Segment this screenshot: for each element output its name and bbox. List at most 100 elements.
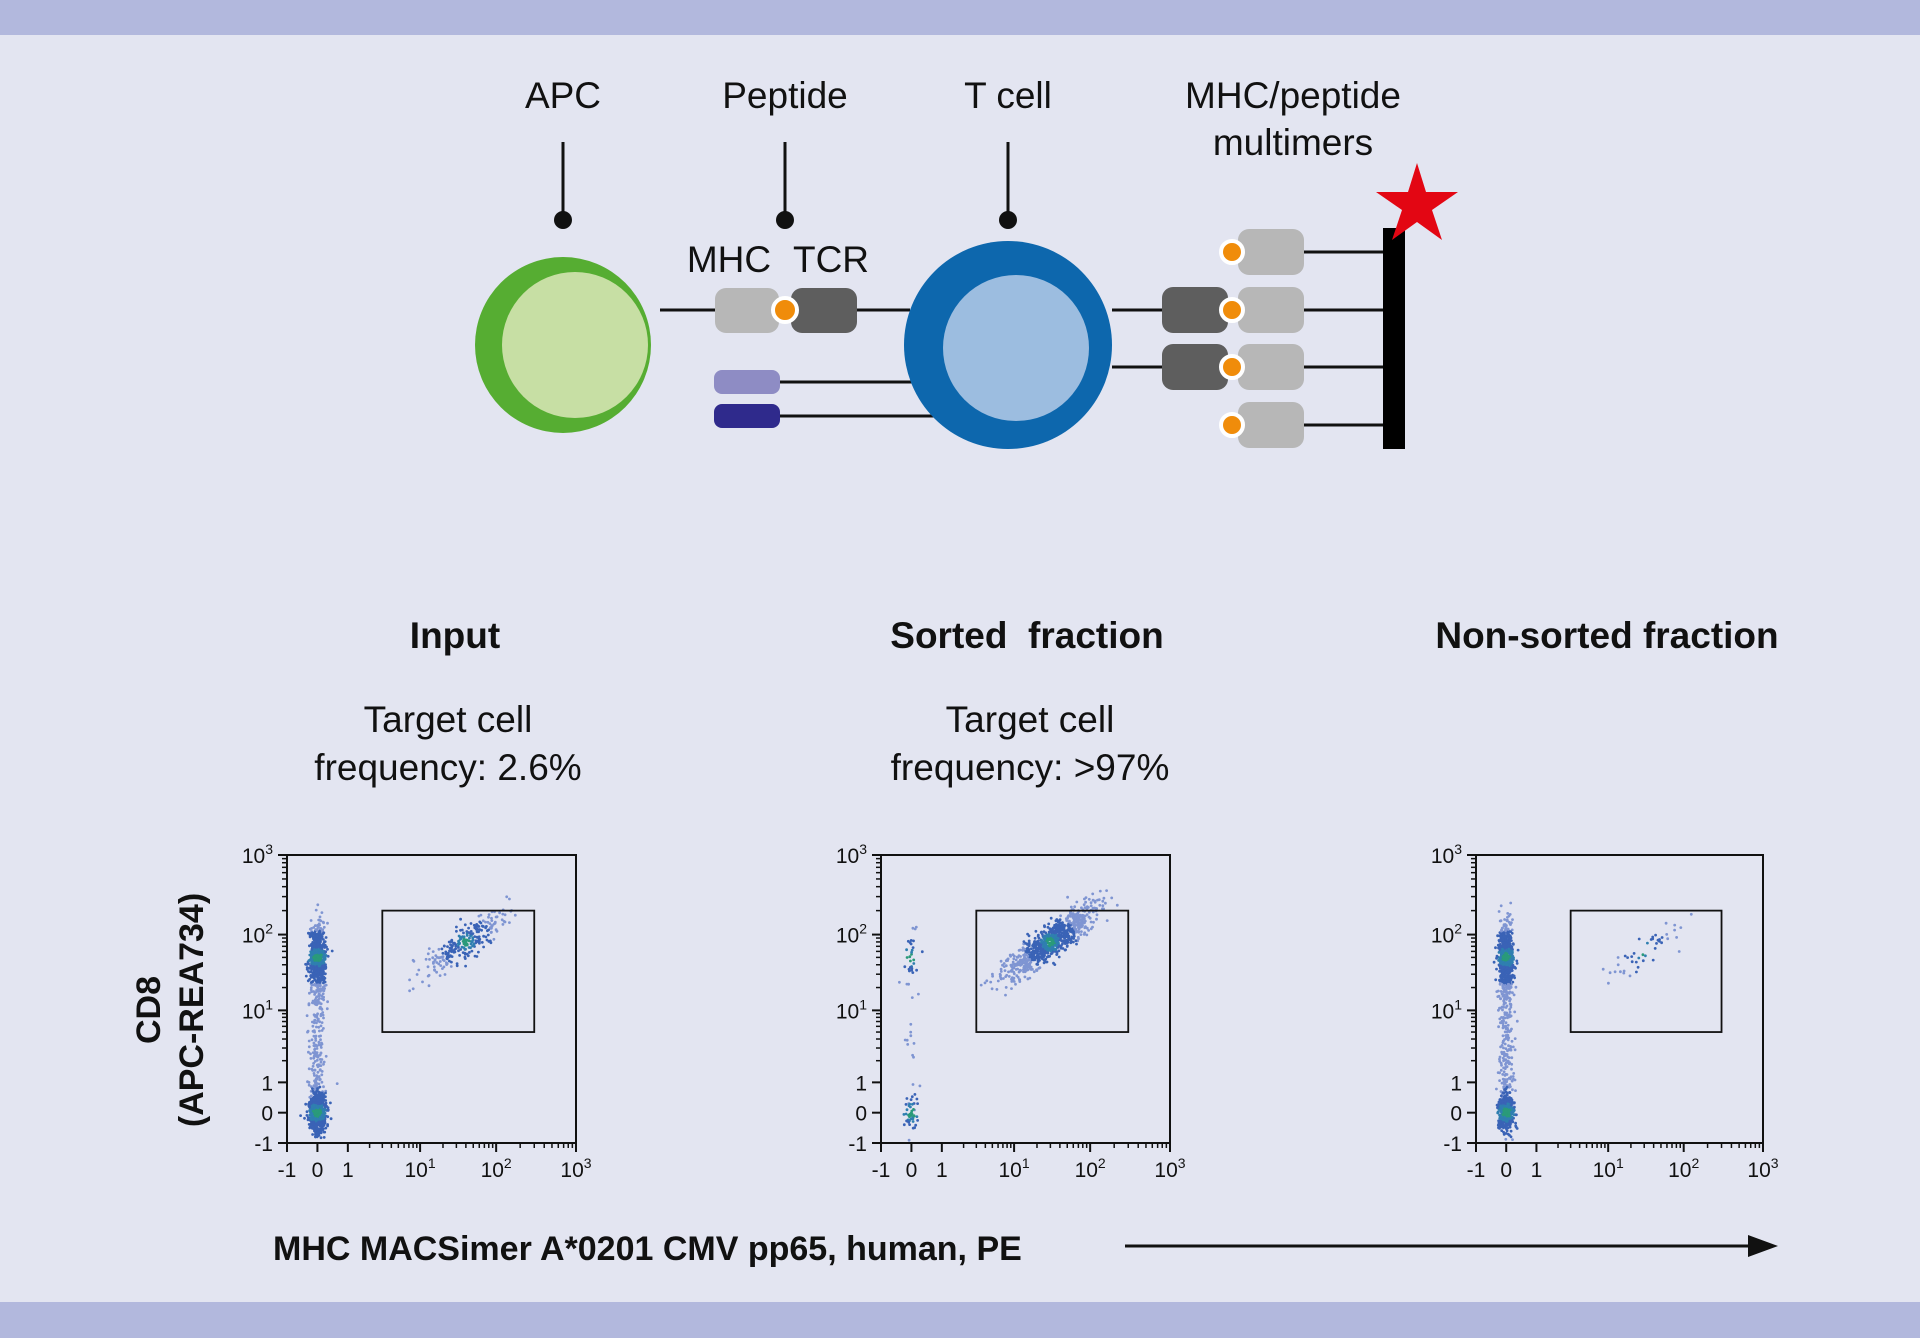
event-dot bbox=[1035, 968, 1038, 972]
event-dot bbox=[1084, 900, 1087, 904]
event-dot bbox=[1499, 1104, 1503, 1108]
event-dot bbox=[319, 1122, 323, 1126]
event-dot bbox=[475, 930, 479, 934]
event-dot bbox=[314, 1002, 318, 1005]
event-dot bbox=[1039, 955, 1043, 959]
event-dot bbox=[316, 999, 320, 1003]
event-dot bbox=[1504, 1072, 1508, 1076]
event-dot bbox=[312, 926, 316, 929]
event-dot bbox=[1048, 955, 1051, 958]
event-dot bbox=[989, 980, 993, 984]
event-dot bbox=[322, 959, 325, 963]
multimer-mhc-1 bbox=[1238, 229, 1304, 275]
event-dot bbox=[912, 962, 916, 965]
event-dot bbox=[1079, 933, 1083, 936]
event-dot bbox=[1510, 1039, 1514, 1043]
event-dot bbox=[441, 955, 445, 958]
event-dot bbox=[1076, 924, 1079, 927]
event-dot bbox=[1509, 1005, 1513, 1009]
event-dot bbox=[1507, 955, 1511, 959]
event-dot bbox=[907, 1104, 911, 1108]
event-dot bbox=[917, 992, 920, 996]
event-dot bbox=[1505, 1091, 1509, 1095]
peptide-pointer-dot bbox=[776, 211, 794, 229]
event-dot bbox=[910, 1111, 913, 1115]
event-dot bbox=[1073, 926, 1076, 930]
event-dot bbox=[305, 1014, 309, 1018]
event-dot bbox=[317, 989, 320, 993]
event-dot bbox=[486, 920, 490, 924]
event-dot bbox=[459, 928, 462, 932]
event-dot bbox=[317, 1025, 321, 1029]
event-dot bbox=[1504, 974, 1508, 978]
event-dot bbox=[320, 1021, 324, 1024]
tcr-molecule bbox=[791, 288, 857, 333]
event-dot bbox=[503, 920, 507, 924]
event-dot bbox=[1499, 1061, 1503, 1065]
event-dot bbox=[446, 945, 449, 948]
event-dot bbox=[317, 984, 320, 988]
event-dot bbox=[1495, 967, 1498, 971]
y-axis-label-line2: (APC-REA734) bbox=[173, 893, 211, 1127]
event-dot bbox=[898, 980, 901, 984]
event-dot bbox=[1503, 935, 1507, 939]
event-dot bbox=[326, 1000, 329, 1004]
event-dot bbox=[322, 1062, 325, 1066]
event-dot bbox=[461, 935, 464, 938]
event-dot bbox=[317, 1082, 321, 1086]
event-dot bbox=[473, 954, 477, 958]
event-dot bbox=[1054, 923, 1058, 926]
event-dot bbox=[1034, 929, 1038, 933]
event-dot bbox=[322, 925, 326, 929]
event-dot bbox=[477, 950, 480, 954]
event-dot bbox=[312, 1072, 316, 1075]
multimer-peptide-2 bbox=[1219, 297, 1245, 323]
event-dot bbox=[990, 987, 994, 991]
event-dot bbox=[1503, 1016, 1507, 1020]
event-dot bbox=[909, 1022, 913, 1026]
event-dot bbox=[1033, 958, 1037, 962]
event-dot bbox=[317, 922, 321, 926]
event-dot bbox=[309, 986, 313, 990]
event-dot bbox=[904, 1103, 908, 1106]
y-tick-exponent: 3 bbox=[265, 841, 273, 857]
event-dot bbox=[991, 972, 994, 976]
event-dot bbox=[317, 1017, 320, 1021]
event-dot bbox=[471, 940, 474, 944]
event-dot bbox=[1502, 958, 1506, 961]
event-dot bbox=[489, 941, 493, 945]
event-dot bbox=[911, 1117, 915, 1121]
event-dot bbox=[313, 1091, 317, 1094]
event-dot bbox=[1502, 979, 1506, 983]
event-dot bbox=[1506, 1023, 1510, 1027]
event-dot bbox=[1506, 1102, 1510, 1106]
event-dot bbox=[463, 955, 467, 959]
x-tick-exponent: 1 bbox=[428, 1155, 436, 1171]
event-dot bbox=[314, 971, 318, 974]
y-tick-exponent: 1 bbox=[265, 996, 273, 1012]
multimer-mhc-3 bbox=[1238, 344, 1304, 390]
event-dot bbox=[315, 958, 319, 962]
event-dot bbox=[1015, 974, 1019, 978]
event-dot bbox=[1004, 993, 1007, 997]
event-dot bbox=[1622, 971, 1626, 975]
event-dot bbox=[1023, 956, 1026, 960]
event-dot bbox=[1069, 921, 1073, 925]
event-dot bbox=[320, 1008, 324, 1011]
event-dot bbox=[319, 1002, 323, 1006]
event-dot bbox=[908, 1123, 911, 1126]
event-dot bbox=[1507, 1112, 1511, 1116]
event-dot bbox=[1504, 924, 1508, 928]
event-dot bbox=[437, 956, 441, 960]
event-dot bbox=[310, 1038, 314, 1042]
event-dot bbox=[307, 1083, 311, 1087]
event-dot bbox=[1060, 944, 1063, 947]
event-dot bbox=[1057, 955, 1061, 959]
event-dot bbox=[1512, 1077, 1515, 1081]
event-dot bbox=[1514, 1089, 1517, 1092]
event-dot bbox=[1498, 964, 1502, 968]
flow-plots: -1-10011101101102102103103-1-10011101101… bbox=[242, 841, 1779, 1182]
event-dot bbox=[477, 935, 481, 939]
event-dot bbox=[1067, 925, 1071, 928]
